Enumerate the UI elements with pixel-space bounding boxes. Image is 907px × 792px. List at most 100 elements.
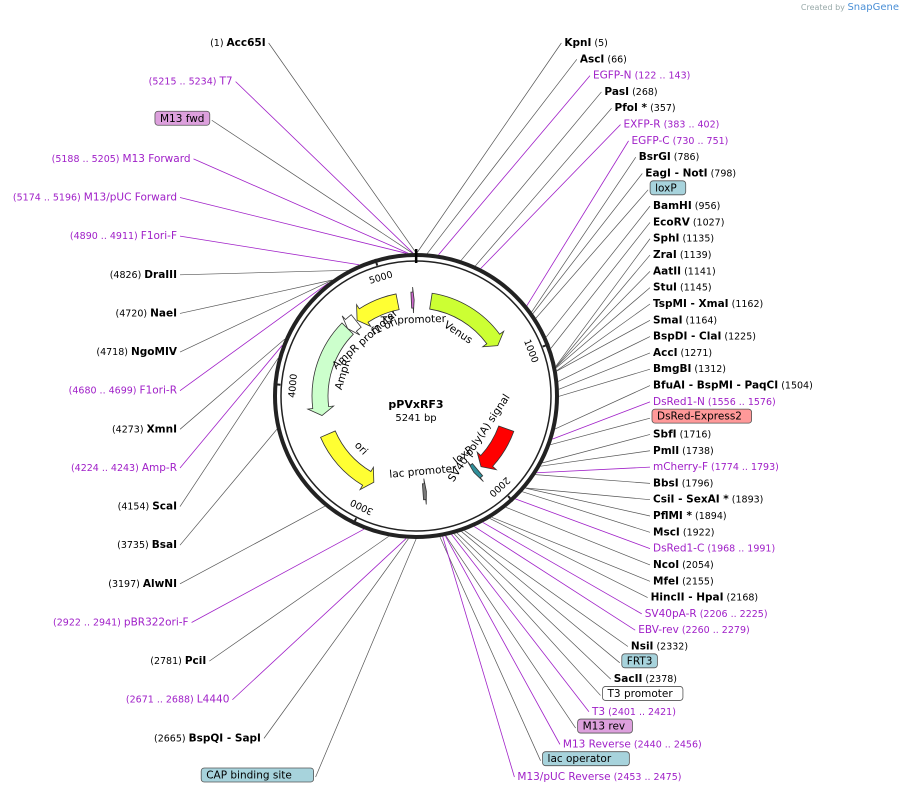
primer-exfp-r[interactable]: EXFP-R (383 .. 402) [624, 119, 720, 131]
enzyme-naei[interactable]: (4720) NaeI [115, 307, 177, 319]
primer-egfp-c[interactable]: EGFP-C (730 .. 751) [632, 135, 729, 147]
primer-m13-reverse[interactable]: M13 Reverse (2440 .. 2456) [563, 738, 702, 750]
feature-tag-m13-rev[interactable]: M13 rev [577, 718, 633, 734]
feature-tag-m13-fwd[interactable]: M13 fwd [154, 110, 211, 126]
enzyme-msci[interactable]: MscI (1922) [653, 526, 714, 538]
enzyme-bfuai[interactable]: BfuAI - BspMI - PaqCI (1504) [653, 380, 813, 392]
enzyme-nsii[interactable]: NsiI (2332) [631, 641, 688, 653]
enzyme-sacii[interactable]: SacII (2378) [614, 673, 677, 685]
feature-arrow-sv40-poly-a-signal[interactable] [476, 425, 515, 471]
enzyme-bbsi[interactable]: BbsI (1796) [653, 477, 713, 489]
enzyme-acci[interactable]: AccI (1271) [653, 347, 712, 359]
enzyme-bspqi[interactable]: (2665) BspQI - SapI [154, 732, 261, 744]
enzyme-csii[interactable]: CsiI - SexAI * (1893) [653, 494, 763, 506]
enzyme-aatii[interactable]: AatII (1141) [653, 265, 716, 277]
leader-bbsi [535, 474, 651, 484]
enzyme-asci[interactable]: AscI (66) [580, 53, 627, 65]
leader-frt3 [461, 531, 621, 664]
enzyme-hincii[interactable]: HincII - HpaI (2168) [651, 592, 758, 604]
feature-arrow-ori[interactable] [320, 430, 375, 491]
enzyme-ecorv[interactable]: EcoRV (1027) [653, 216, 724, 228]
feature-tag-lac-operator[interactable]: lac operator [542, 751, 630, 767]
feature-arrow-lac-promoter[interactable] [421, 478, 427, 505]
tick-mark [542, 343, 550, 348]
enzyme-pflmi[interactable]: PflMI * (1894) [653, 510, 727, 522]
primer-pbr322ori-f[interactable]: (2922 .. 2941) pBR322ori-F [53, 616, 189, 628]
feature-tag-t3-promoter[interactable]: T3 promoter [602, 686, 684, 701]
feature-arrow-ampr[interactable] [306, 322, 354, 416]
enzyme-bspdi[interactable]: BspDI - ClaI (1225) [653, 331, 756, 343]
enzyme-eagi[interactable]: EagI - NotI (798) [645, 167, 736, 179]
enzyme-bsrgi[interactable]: BsrGI (786) [639, 151, 700, 163]
enzyme-pasi[interactable]: PasI (268) [604, 86, 657, 98]
enzyme-xmni[interactable]: (4273) XmnI [112, 423, 177, 435]
enzyme-pfoi[interactable]: PfoI * (357) [615, 102, 676, 114]
site-label-text: PmlI (1738) [653, 445, 714, 457]
enzyme-pcii[interactable]: (2781) PciI [150, 655, 206, 667]
site-label-text: (4680 .. 4699) F1ori-R [69, 385, 177, 397]
enzyme-sphi[interactable]: SphI (1135) [653, 233, 714, 245]
enzyme-scai[interactable]: (4154) ScaI [118, 501, 177, 513]
feature-tag-cap-binding-site[interactable]: CAP binding site [200, 767, 314, 783]
primer-m13-forward[interactable]: (5188 .. 5205) M13 Forward [52, 153, 191, 165]
enzyme-stui[interactable]: StuI (1145) [653, 282, 712, 294]
feature-arrow-ampr-promoter[interactable] [341, 314, 362, 336]
primer-dsred1-c[interactable]: DsRed1-C (1968 .. 1991) [653, 543, 775, 555]
primer-l4440[interactable]: (2671 .. 2688) L4440 [126, 694, 229, 706]
primer-amp-r[interactable]: (4224 .. 4243) Amp-R [71, 462, 177, 474]
primer-t3[interactable]: T3 (2401 .. 2421) [591, 706, 676, 718]
site-label-text: M13 Reverse (2440 .. 2456) [563, 738, 702, 750]
site-label-text: StuI (1145) [653, 282, 712, 294]
label-leaders [179, 42, 651, 778]
site-label-text: SphI (1135) [653, 233, 714, 245]
primer-f1ori-r[interactable]: (4680 .. 4699) F1ori-R [69, 385, 177, 397]
feature-arrow-venus[interactable] [429, 292, 505, 348]
enzyme-bamhi[interactable]: BamHI (956) [653, 200, 720, 212]
primer-f1ori-f[interactable]: (4890 .. 4911) F1ori-F [70, 230, 177, 242]
primer-m13-puc-forward[interactable]: (5174 .. 5196) M13/pUC Forward [13, 192, 177, 204]
leader-acci [558, 352, 651, 390]
enzyme-smai[interactable]: SmaI (1164) [653, 314, 717, 326]
primer-ebv-rev[interactable]: EBV-rev (2260 .. 2279) [638, 624, 750, 636]
feature-arrow-f1-ori[interactable] [356, 293, 400, 328]
leader-msci [522, 491, 651, 533]
enzyme-ncoi[interactable]: NcoI (2054) [653, 559, 714, 571]
site-label-text: (1) Acc65I [210, 37, 266, 49]
site-label-text: (3735) BsaI [117, 539, 177, 551]
feature-tag-box [154, 110, 211, 126]
leader-bfuai [555, 385, 651, 430]
feature-tag-box [542, 751, 630, 767]
primer-t7[interactable]: (5215 .. 5234) T7 [149, 76, 233, 88]
enzyme-bmgbi[interactable]: BmgBI (1312) [653, 363, 726, 375]
primer-dsred1-n[interactable]: DsRed1-N (1556 .. 1576) [653, 396, 776, 408]
enzyme-kpni[interactable]: KpnI (5) [564, 37, 608, 49]
primer-sv40pa-r[interactable]: SV40pA-R (2206 .. 2225) [645, 608, 768, 620]
feature-arrow-loxp[interactable] [467, 460, 484, 482]
enzyme-sbfi[interactable]: SbfI (1716) [653, 428, 711, 440]
feature-tag-loxp[interactable]: loxP [649, 180, 687, 196]
leader-eagi [532, 173, 643, 314]
primer-mcherry-f[interactable]: mCherry-F (1774 .. 1793) [653, 461, 779, 473]
enzyme-ngomiv[interactable]: (4718) NgoMIV [96, 346, 177, 358]
feature-tag-text: T3 promoter [607, 688, 674, 700]
feature-label-ori: ori [352, 439, 370, 457]
enzyme-acc65i[interactable]: (1) Acc65I [210, 37, 266, 49]
feature-tag-frt3[interactable]: FRT3 [621, 653, 658, 669]
feature-tag-text: FRT3 [627, 655, 653, 667]
leader-aatii [555, 271, 651, 368]
enzyme-tspmi[interactable]: TspMI - XmaI (1162) [653, 298, 763, 310]
leader-acc65i [268, 42, 417, 254]
enzyme-mfei[interactable]: MfeI (2155) [653, 575, 714, 587]
site-label-text: (2665) BspQI - SapI [154, 732, 261, 744]
enzyme-bsai[interactable]: (3735) BsaI [117, 539, 177, 551]
primer-m13-puc-reverse[interactable]: M13/pUC Reverse (2453 .. 2475) [517, 771, 681, 783]
site-label-text: PfoI * (357) [615, 102, 676, 114]
enzyme-draiii[interactable]: (4826) DraIII [110, 269, 177, 281]
enzyme-zrai[interactable]: ZraI (1139) [653, 249, 711, 261]
enzyme-alwni[interactable]: (3197) AlwNI [108, 578, 177, 590]
enzyme-pmli[interactable]: PmlI (1738) [653, 445, 714, 457]
primer-egfp-n[interactable]: EGFP-N (122 .. 143) [593, 70, 690, 82]
feature-arrow-t7-promoter[interactable] [410, 287, 415, 314]
feature-tag-dsred-express2[interactable]: DsRed-Express2 [651, 408, 752, 424]
